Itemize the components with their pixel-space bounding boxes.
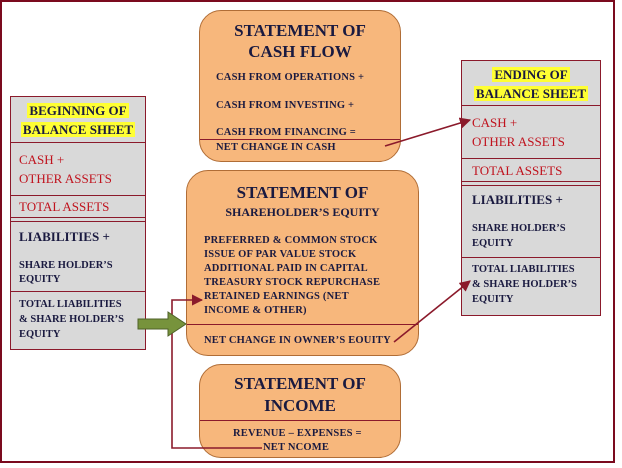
ending-title-1: ENDING OF (492, 67, 570, 82)
section-divider (11, 291, 145, 292)
income-title-2: INCOME (264, 396, 336, 415)
section-divider (11, 221, 145, 222)
section-divider (11, 217, 145, 218)
beginning-equity-line: SHARE HOLDER’S (19, 260, 113, 271)
beginning-title-2: BALANCE SHEET (20, 122, 136, 137)
cash-flow-line: CASH FROM FINANCING = (216, 127, 356, 138)
ending-cash: CASH + OTHER ASSETS (472, 113, 565, 151)
income-net-income: NET NCOME (263, 442, 330, 453)
equity-box: STATEMENT OF SHAREHOLDER’S EQUITY PREFER… (186, 170, 419, 356)
ending-title-2: BALANCE SHEET (473, 86, 589, 101)
income-equation: REVENUE – EXPENSES = (233, 428, 362, 439)
cash-flow-title-1: STATEMENT OF (234, 21, 366, 40)
ending-total-line: EQUITY (472, 294, 514, 305)
section-divider (11, 142, 145, 143)
ending-equity-line: SHARE HOLDER’S (472, 223, 566, 234)
diagram-frame (0, 0, 615, 463)
ending-title: ENDING OF BALANCE SHEET (462, 65, 600, 103)
equity-line: ADDITIONAL PAID IN CAPITAL (204, 263, 368, 274)
beginning-equity: SHARE HOLDER’S EQUITY (19, 259, 113, 287)
section-divider (462, 257, 600, 258)
beginning-other-assets-label: OTHER ASSETS (19, 171, 112, 186)
equity-line: TREASURY STOCK REPURCHASE (204, 277, 381, 288)
ending-other-assets-label: OTHER ASSETS (472, 134, 565, 149)
beginning-title: BEGINNING OF BALANCE SHEET (11, 101, 145, 139)
section-divider (462, 105, 600, 106)
beginning-total-assets: TOTAL ASSETS (19, 199, 110, 214)
equity-title-1: STATEMENT OF (236, 183, 369, 202)
section-divider (462, 181, 600, 182)
beginning-total-line: TOTAL LIABILITIES (19, 299, 122, 310)
cash-flow-net-change: NET CHANGE IN CASH (216, 142, 336, 153)
equity-line: PREFERRED & COMMON STOCK (204, 235, 378, 246)
income-title-1: STATEMENT OF (234, 374, 366, 393)
cash-flow-divider (200, 139, 400, 140)
cash-flow-box: STATEMENT OF CASH FLOW CASH FROM OPERATI… (199, 10, 401, 162)
beginning-liabilities: LIABILITIES + (19, 229, 110, 244)
ending-total-line: TOTAL LIABILITIES (472, 264, 575, 275)
ending-cash-label: CASH + (472, 115, 518, 130)
beginning-title-1: BEGINNING OF (27, 103, 129, 118)
section-divider (462, 158, 600, 159)
ending-total-liabilities-equity: TOTAL LIABILITIES & SHARE HOLDER’S EQUIT… (472, 262, 577, 307)
ending-total-assets: TOTAL ASSETS (472, 163, 563, 178)
equity-title-2: SHAREHOLDER’S EQUITY (225, 205, 380, 219)
beginning-balance-sheet: BEGINNING OF BALANCE SHEET CASH + OTHER … (10, 96, 146, 350)
beginning-total-line: & SHARE HOLDER’S (19, 314, 125, 325)
ending-balance-sheet: ENDING OF BALANCE SHEET CASH + OTHER ASS… (461, 60, 601, 316)
income-divider (200, 420, 400, 421)
beginning-cash: CASH + OTHER ASSETS (19, 150, 112, 188)
cash-flow-title-2: CASH FLOW (248, 42, 352, 61)
beginning-total-liabilities-equity: TOTAL LIABILITIES & SHARE HOLDER’S EQUIT… (19, 297, 124, 342)
beginning-total-line: EQUITY (19, 329, 61, 340)
equity-net-change: NET CHANGE IN OWNER’S EOUITY (204, 335, 391, 346)
section-divider (11, 195, 145, 196)
section-divider (462, 185, 600, 186)
equity-line: INCOME & OTHER) (204, 305, 307, 316)
beginning-cash-label: CASH + (19, 152, 65, 167)
ending-total-line: & SHARE HOLDER’S (472, 279, 578, 290)
equity-line: ISSUE OF PAR VALUE STOCK (204, 249, 357, 260)
ending-liabilities: LIABILITIES + (472, 192, 563, 207)
ending-equity-line: EQUITY (472, 238, 514, 249)
income-box: STATEMENT OF INCOME REVENUE – EXPENSES =… (199, 364, 401, 458)
equity-line: RETAINED EARNINGS (NET (204, 291, 349, 302)
cash-flow-line: CASH FROM OPERATIONS + (216, 72, 365, 83)
ending-equity: SHARE HOLDER’S EQUITY (472, 221, 566, 251)
beginning-equity-line: EQUITY (19, 274, 61, 285)
cash-flow-line: CASH FROM INVESTING + (216, 100, 355, 111)
equity-divider (187, 324, 418, 325)
